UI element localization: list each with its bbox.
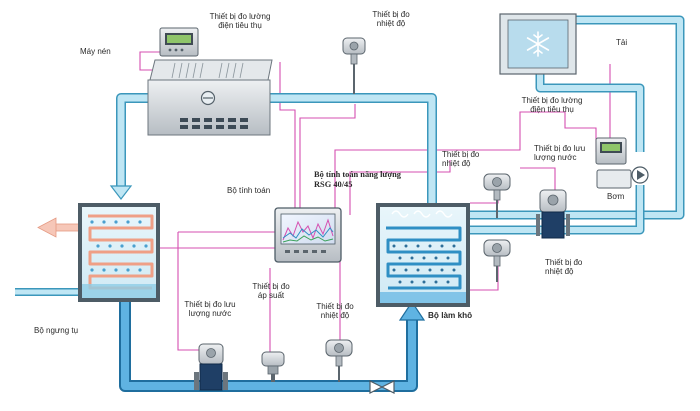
label-flow-left-line2: lượng nước [188,309,232,319]
label-temp-bottom-line1: Thiết bị đo [316,302,354,311]
label-flow-right: Thiết bị đo lưu lượng nước [534,144,585,162]
label-compressor: Máy nén [80,47,111,56]
label-energy-calculator: Bộ tính toán năng lượng RSG 40/45 [314,170,401,189]
label-flow-left: Thiết bị đo lưu lượng nước [184,300,235,318]
label-power-meter-right-line1: Thiết bị đo lường [521,96,583,105]
temperature-sensor-mid [483,173,511,218]
label-power-meter-top: Thiết bị đo lường điện tiêu thụ [210,12,271,30]
temperature-sensor-top [342,37,366,94]
power-meter-top [159,27,199,57]
label-calculator: Bộ tính toán [227,186,271,195]
label-power-meter-top-line1: Thiết bị đo lường [209,12,271,21]
pump-icon [631,166,649,184]
label-pressure-line2: áp suất [257,291,285,301]
label-load: Tải [616,38,628,47]
fan-icon [200,90,216,106]
flow-meter-right [536,189,570,239]
label-temp-right: Thiết bị đo nhiệt độ [545,258,582,276]
compressor [147,59,273,136]
label-flow-left-line1: Thiết bị đo lưu [184,300,236,309]
label-energy-calculator-line1: Bộ tính toán năng lượng [314,170,401,179]
energy-calculator [274,207,342,263]
arrow-down-icon [109,185,133,200]
valve-icon [369,380,395,394]
condenser-tank [78,203,160,302]
label-temp-top-line1: Thiết bị đo [372,10,410,19]
light-coolant-pipes [15,15,685,296]
label-pressure-line1: Thiết bị đo [252,282,290,291]
dark-coolant-pipes [119,300,418,392]
label-dryer: Bộ làm khô [428,311,473,320]
label-temp-mid: Thiết bị đo nhiệt độ [442,150,479,168]
label-temp-mid-line1: Thiết bị đo [442,150,480,159]
temperature-sensor-right [483,239,511,282]
flow-meter-left [194,343,228,391]
label-temp-right-line1: Thiết bị đo [545,258,583,267]
label-pressure: Thiết bị đo áp suất [252,282,289,300]
label-temp-mid-line2: nhiệt độ [442,159,471,169]
label-condenser: Bộ ngưng tụ [34,326,79,335]
label-temp-right-line2: nhiệt độ [545,267,574,277]
power-meter-right [595,137,627,165]
label-temp-top-line2: nhiệt độ [376,19,406,29]
label-flow-right-line2: lượng nước [534,153,577,163]
label-pump: Bơm [607,192,625,201]
dryer-tank [376,203,470,307]
label-temp-bottom: Thiết bị đo nhiệt độ [316,302,353,320]
snowflake-icon [526,31,550,57]
label-power-meter-right: Thiết bị đo lường điện tiêu thụ [522,96,583,114]
label-power-meter-right-line2: điện tiêu thụ [530,105,574,115]
label-temp-top: Thiết bị đo nhiệt độ [372,10,409,28]
label-power-meter-top-line2: điện tiêu thụ [218,21,262,31]
temperature-sensor-bottom [325,339,353,382]
label-energy-calculator-line2: RSG 40/45 [314,179,353,189]
label-flow-right-line1: Thiết bị đo lưu [534,144,586,153]
pump [596,169,632,189]
pressure-sensor [261,351,285,382]
label-temp-bottom-line2: nhiệt độ [320,311,350,321]
arrow-up-icon [398,300,426,321]
